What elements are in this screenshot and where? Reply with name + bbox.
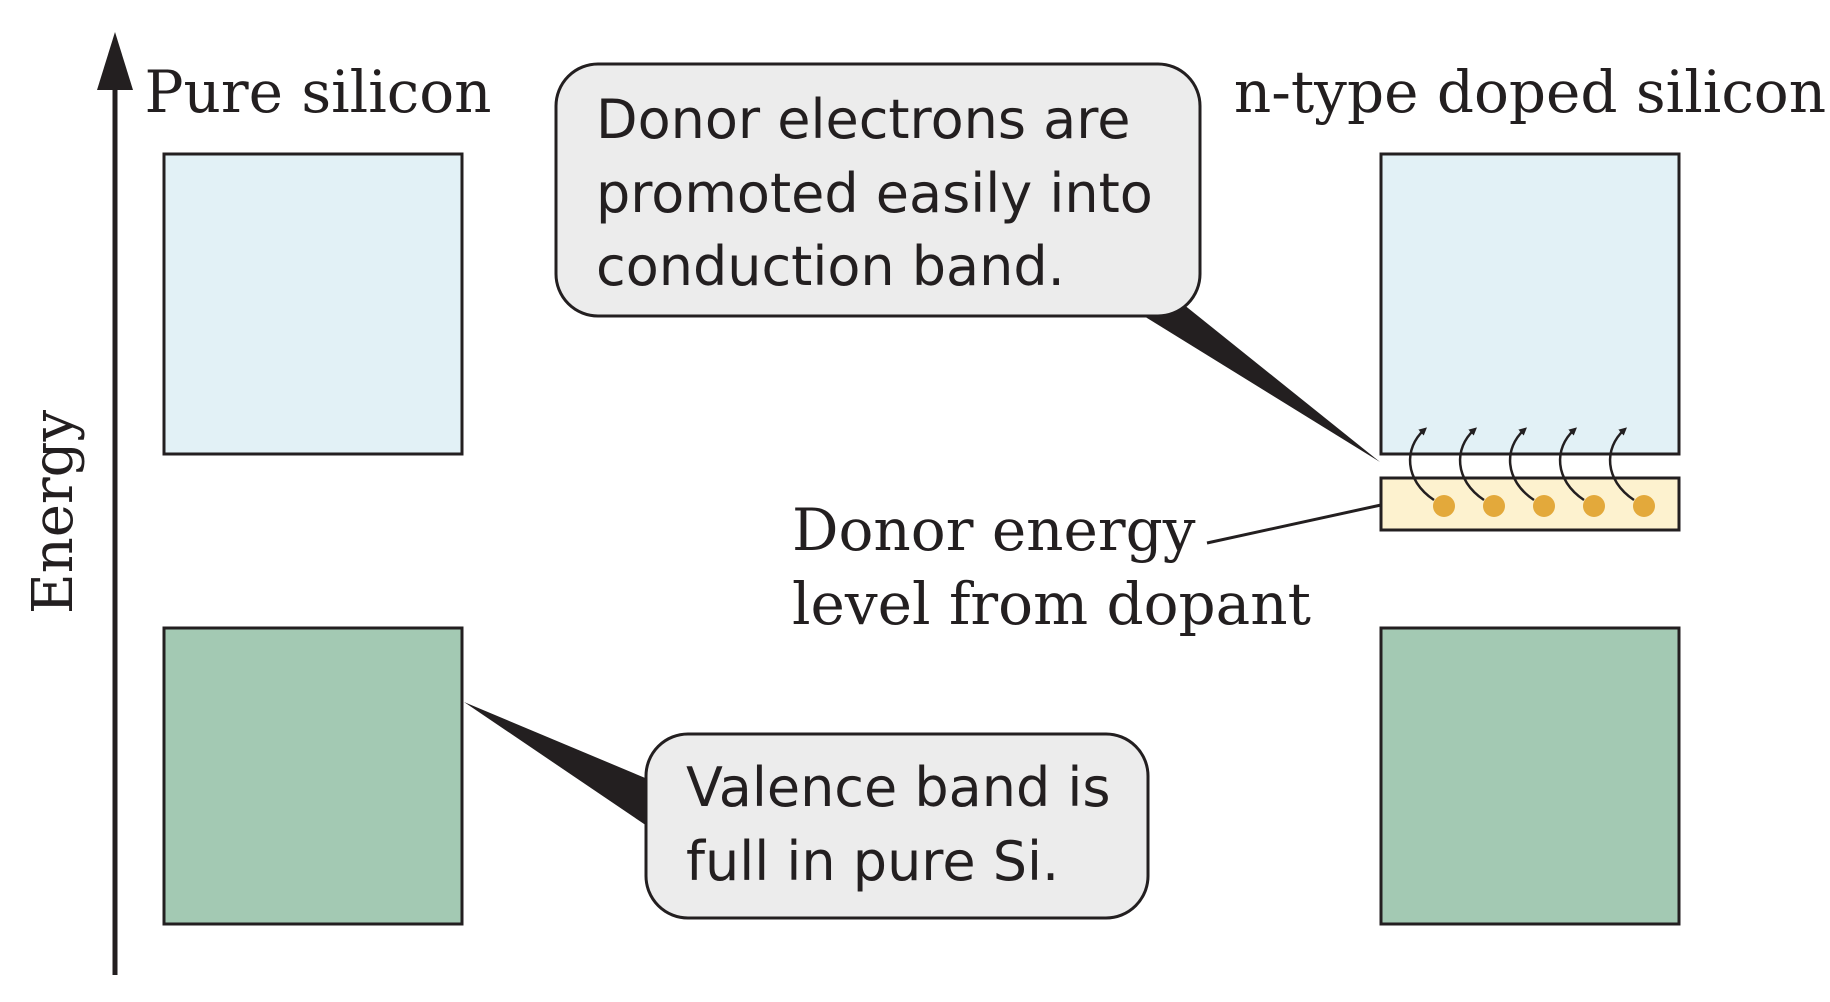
- promotion-arrow: [1608, 427, 1635, 502]
- valence-callout-line2: full in pure Si.: [686, 830, 1059, 893]
- promotion-arrows: [1408, 427, 1635, 502]
- valence-callout-line1: Valence band is: [686, 756, 1111, 819]
- promotion-arrow: [1558, 427, 1585, 502]
- donor-callout-pointer: [1118, 300, 1380, 462]
- n-type-silicon-title: n-type doped silicon: [1234, 58, 1826, 126]
- donor-electron: [1633, 495, 1655, 517]
- donor-callout-box: [554, 62, 1202, 318]
- energy-axis-label: Energy: [21, 409, 86, 614]
- donor-electron: [1583, 495, 1605, 517]
- energy-axis-arrowhead: [97, 32, 133, 90]
- donor-energy-level: [1379, 476, 1681, 532]
- pure-valence-band: [162, 626, 464, 926]
- valence-callout-pointer: [464, 702, 650, 828]
- donor-electron: [1533, 495, 1555, 517]
- donor-level-label-line1: Donor energy: [792, 496, 1196, 564]
- donor-level-leader-line: [1206, 503, 1382, 545]
- donor-electrons: [1433, 495, 1655, 517]
- promotion-arrow: [1508, 427, 1535, 502]
- donor-callout-line1: Donor electrons are: [596, 88, 1130, 151]
- pure-silicon-title: Pure silicon: [144, 58, 491, 126]
- valence-callout-box: [644, 732, 1150, 920]
- ntype-conduction-band: [1379, 152, 1681, 456]
- donor-electron: [1433, 495, 1455, 517]
- donor-callout-line3: conduction band.: [596, 235, 1065, 298]
- donor-electron: [1483, 495, 1505, 517]
- promotion-arrow: [1458, 427, 1485, 502]
- ntype-valence-band: [1379, 626, 1681, 926]
- donor-callout-line2: promoted easily into: [596, 162, 1153, 225]
- promotion-arrow: [1408, 427, 1435, 502]
- donor-level-label-line2: level from dopant: [792, 570, 1311, 638]
- pure-conduction-band: [162, 152, 464, 456]
